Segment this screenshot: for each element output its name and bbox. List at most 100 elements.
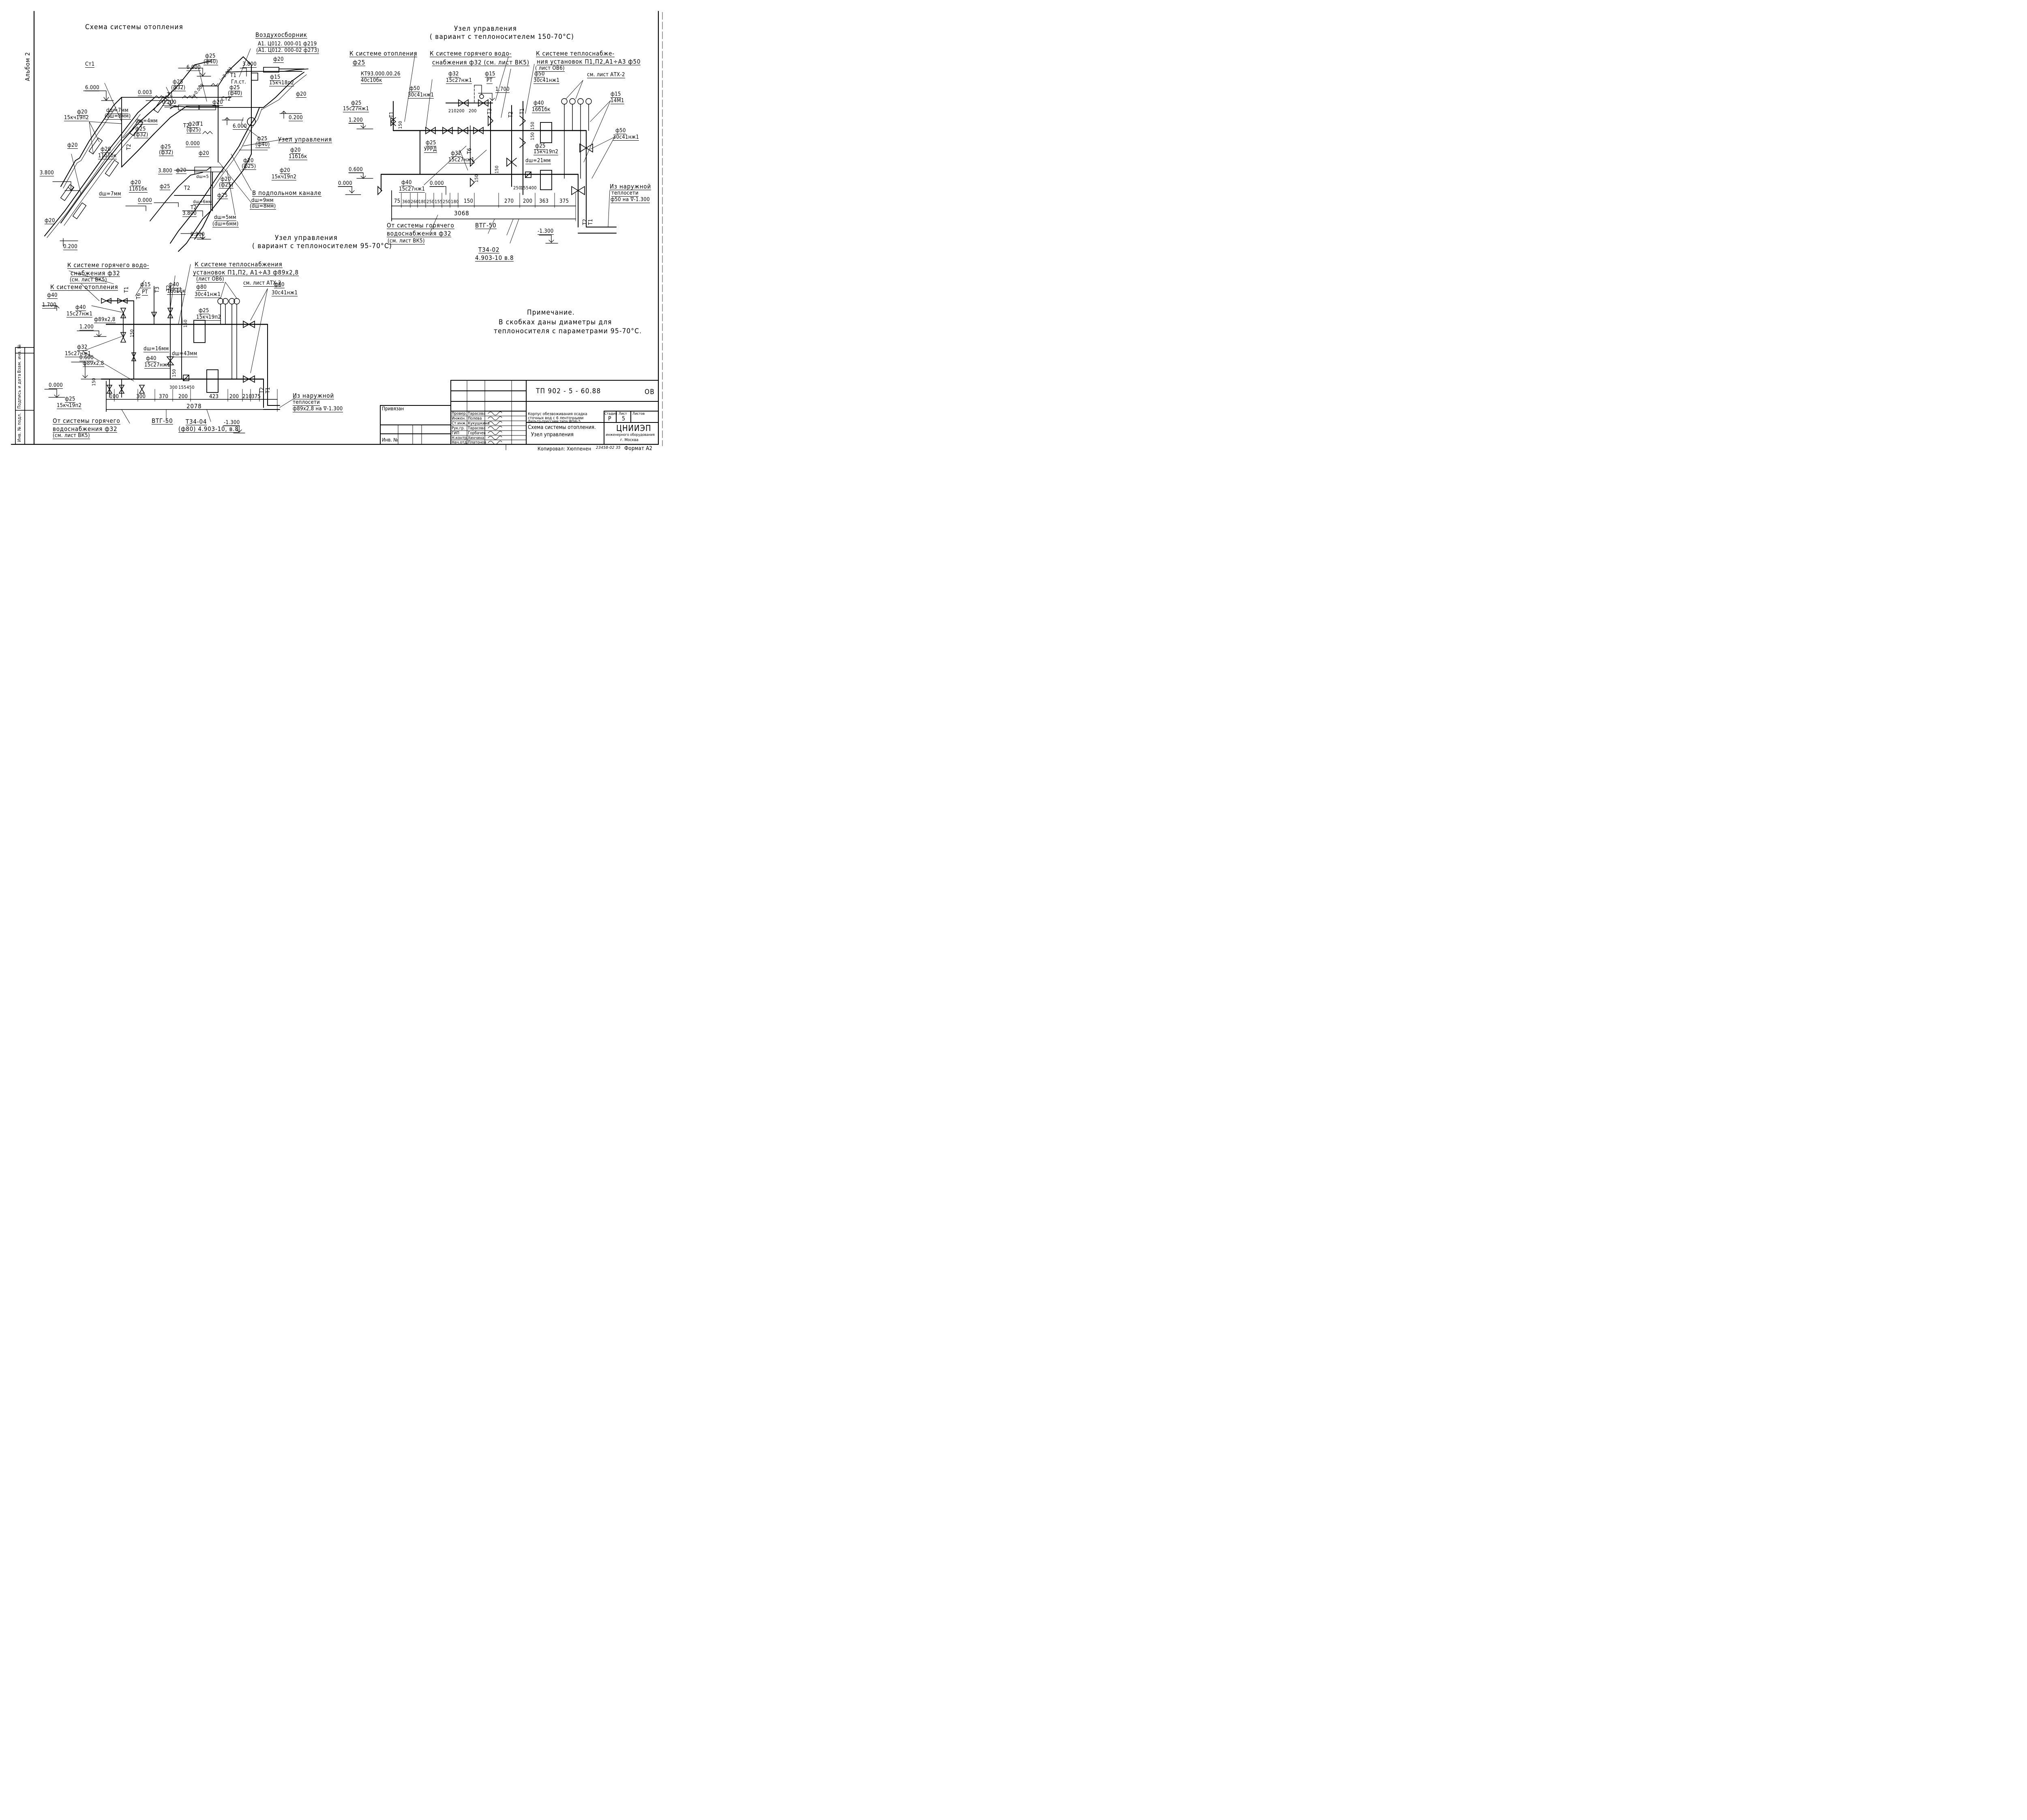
callout-part: 15кч19п2	[64, 115, 89, 121]
signatures	[488, 411, 502, 445]
dim-value: 360	[402, 199, 410, 204]
pipe-tag: Т1	[588, 219, 594, 225]
pipe-tag: Гл.ст.	[231, 79, 246, 85]
callout-diameter-alt: (ф40)	[204, 59, 218, 65]
dim-value: 150	[129, 329, 135, 337]
callout-diameter: ф20	[176, 167, 186, 174]
node-95-to-hws-3: (см. лист ВК5)	[70, 277, 107, 283]
callout-diameter: ф20	[77, 109, 88, 116]
callout-part: 15кч19п2	[534, 149, 559, 155]
inv-label: Инв. №	[382, 437, 398, 443]
callout-diameter-alt: (ф25)	[186, 127, 201, 133]
callout-diameter: ф20	[290, 147, 301, 154]
node-95-see-atx: см. лист АТХ-2	[243, 280, 281, 287]
node-150-to-heating-d: ф25	[353, 59, 366, 66]
callout-diameter: ф25	[351, 100, 362, 107]
dim-value: 150	[183, 319, 188, 328]
callout-diameter-alt: (ф40)	[255, 141, 270, 148]
air-collector-code-alt: (А1. Ц012. 000-02 ф273)	[256, 47, 319, 54]
node-150-subtitle: ( вариант с теплоносителем 150-70°С)	[430, 33, 574, 41]
from-network-label: Из наружной	[293, 392, 334, 399]
sheet-name: Узел управления	[531, 432, 574, 438]
orifice-label: dш=7мм	[99, 191, 121, 197]
callout-part: 30с41нж1	[195, 292, 221, 298]
from-network-label: Из наружной	[610, 183, 651, 190]
dim-value: 75	[394, 198, 401, 204]
dim-value: 180	[451, 199, 459, 204]
left-stamp-frame	[15, 347, 34, 445]
orifice-label: (dш=6мм)	[212, 221, 239, 227]
callout-diameter: ф25	[535, 143, 546, 150]
elev: 3.800	[242, 61, 257, 68]
node-150-to-hws: К системе горячего водо-	[430, 50, 512, 57]
callout-part: 14М1	[611, 98, 624, 104]
callout-diameter: ф89х2,8	[83, 360, 104, 367]
elev: 0.000	[186, 141, 200, 147]
callout-diameter: ф20	[273, 56, 284, 63]
callout-diameter: ф50	[409, 86, 420, 92]
sig-role: Провер.	[452, 412, 467, 416]
elev: -1.300	[538, 228, 554, 235]
dim-value: 300	[169, 385, 178, 390]
dim-value: 150	[91, 378, 96, 386]
callout-diameter: ф15	[485, 71, 495, 77]
pipe-tag: Т2	[259, 387, 265, 393]
sig-role: Ст.инж.	[452, 421, 467, 426]
callout-part: 15с27нж1	[448, 157, 475, 163]
from-hws-label-3: (см. лист ВК5)	[388, 238, 425, 244]
elev: 0.200	[162, 99, 176, 106]
dim-value: 200	[523, 198, 533, 204]
callout-diameter: ф20	[243, 158, 254, 164]
sig-name: Полева	[468, 416, 482, 421]
dim-value: 250	[426, 199, 435, 204]
callout-part: 11б1бк	[98, 153, 117, 159]
node-150-to-supply-3: ( лист ОВ6)	[535, 65, 565, 72]
callout-part: 15с27нж1	[65, 351, 91, 357]
callout-diameter: ф20	[221, 176, 231, 183]
elev: 3.800	[182, 210, 197, 217]
dim-value: 150	[494, 165, 499, 174]
callout-diameter: ф50	[615, 128, 626, 134]
node-150-to-supply: К системе теплоснабже-	[536, 50, 615, 57]
dim-value: 150	[530, 132, 535, 140]
dim-value: 250	[513, 185, 521, 191]
elev: 0.000	[430, 180, 444, 187]
heat-exchanger	[193, 320, 206, 343]
pipe-tag: Т2	[166, 285, 172, 291]
callout-diameter-alt: (ф32)	[159, 150, 174, 156]
callout-diameter: ф25	[257, 136, 268, 142]
dim-value: 260	[411, 199, 419, 204]
stage-label: Стадия	[604, 412, 617, 416]
callout-diameter: ф50	[534, 71, 545, 77]
dim-value: 250	[443, 199, 451, 204]
pipe-tag: Т1	[265, 387, 271, 393]
sig-name: Платонов	[468, 440, 486, 445]
heat-exchanger	[540, 170, 552, 190]
callout-part: 15с27нж1	[66, 311, 93, 317]
callout-part: 15с27нж1	[144, 362, 171, 369]
elev: 0.600	[79, 355, 94, 361]
callout-part: 15с27нж1	[343, 106, 369, 112]
dim-value: 155	[521, 185, 529, 191]
callout-part: РТ	[142, 289, 148, 296]
callout-diameter: ф20	[199, 150, 209, 157]
callout-diameter-alt: (ф40)	[228, 90, 242, 97]
t34-label-2: 4.903-10 в.8	[475, 254, 514, 262]
left-stamp-sign: Подпись и дата	[17, 373, 22, 409]
heat-exchanger	[540, 122, 552, 143]
dim-value: 423	[209, 394, 219, 400]
title-block-grid	[398, 380, 527, 450]
pipe-tag: Т6	[136, 293, 142, 299]
pipe-tag: Т2	[184, 185, 191, 191]
org-sub: инженерного оборудования	[606, 433, 655, 437]
scheme-title: Схема системы отопления	[85, 23, 184, 31]
pipe-tag: Т1	[230, 73, 237, 79]
dim-value: 400	[529, 185, 537, 191]
callout-diameter-alt: (ф32)	[171, 85, 186, 91]
callout-diameter: ф40	[47, 292, 58, 299]
callout-diameter: ф25	[199, 308, 209, 314]
node-95-to-hws: К системе горячего водо-	[67, 262, 150, 269]
node-95-title: Узел управления	[275, 234, 338, 242]
vtg-label: ВТГ-50	[475, 222, 497, 229]
pipe-tag: Т1	[519, 108, 525, 114]
